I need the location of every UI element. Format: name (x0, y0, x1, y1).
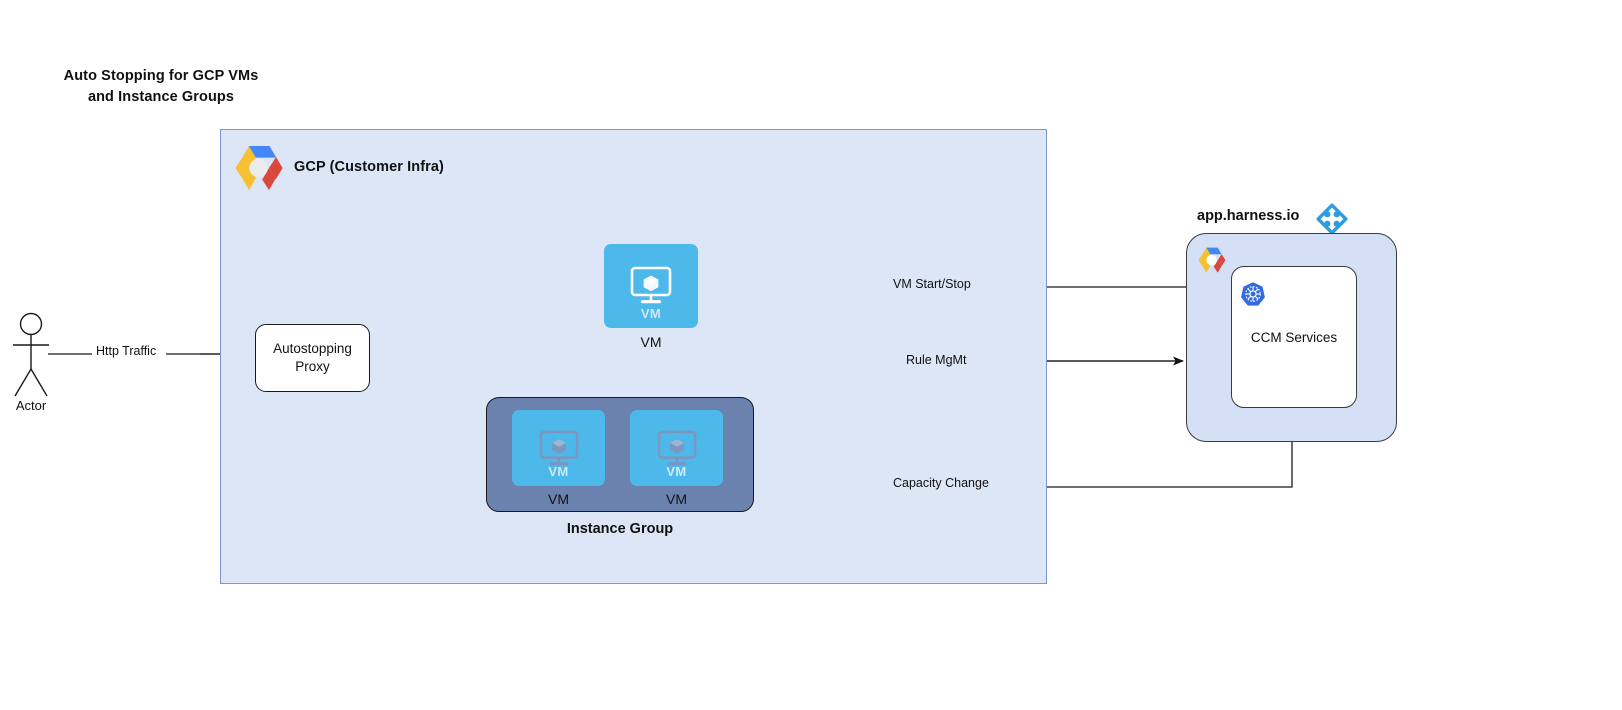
vm-monitor-cube-icon (657, 430, 696, 466)
instance-group-vm-2-caption: VM (666, 491, 687, 507)
edge-label-rule-mgmt: Rule MgMt (906, 353, 967, 367)
harness-title: app.harness.io (1197, 208, 1300, 224)
vm-tile-label: VM (640, 306, 662, 321)
edge-label-http-traffic: Http Traffic (96, 344, 157, 358)
instance-group-vm-1[interactable]: VM (512, 410, 605, 486)
gcp-logo-icon (1196, 244, 1228, 279)
label-backing (889, 475, 995, 491)
edge-label-vm-start-stop: VM Start/Stop (893, 277, 971, 291)
label-backing (902, 352, 972, 368)
vm-node[interactable]: VM (604, 244, 698, 328)
instance-group-vm-2[interactable]: VM (630, 410, 723, 486)
gcp-logo-icon (231, 140, 287, 197)
harness-diamond-logo-icon (1316, 203, 1348, 240)
page-title: Auto Stopping for GCP VMs and Instance G… (63, 68, 259, 106)
vm-monitor-cube-icon (539, 430, 578, 466)
actor-label: Actor (15, 398, 47, 413)
edge-label-capacity-change: Capacity Change (893, 476, 989, 490)
label-backing (92, 343, 166, 359)
vm-tile-label: VM (548, 464, 569, 479)
vm-monitor-cube-icon (630, 266, 672, 304)
autostopping-proxy-node[interactable]: Autostopping Proxy (255, 324, 370, 392)
gcp-panel-title: GCP (Customer Infra) (294, 159, 444, 175)
vm-tile-label: VM (666, 464, 687, 479)
ccm-services-label: CCM Services (1250, 330, 1338, 345)
kubernetes-icon (1240, 281, 1266, 312)
actor-icon (5, 312, 67, 405)
vm-caption: VM (640, 334, 662, 350)
instance-group-vm-1-caption: VM (548, 491, 569, 507)
label-backing (889, 276, 977, 292)
instance-group-caption: Instance Group (566, 521, 674, 537)
